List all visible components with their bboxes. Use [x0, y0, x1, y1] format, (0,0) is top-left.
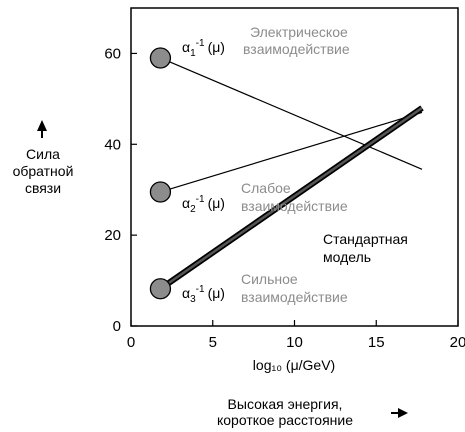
y-axis-label-line2: обратной	[12, 163, 74, 179]
x-tick-label: 10	[286, 334, 303, 351]
series-marker-2	[149, 181, 172, 203]
energy-caption: Высокая энергия, короткое расстояние	[190, 396, 380, 428]
x-tick-label: 5	[209, 334, 217, 351]
annotation-standard-line2: модель	[323, 249, 371, 265]
alpha2-label: α2-1(μ)	[182, 194, 225, 215]
y-axis-label-line1: Сила	[26, 146, 60, 162]
y-tick-label: 60	[104, 45, 121, 62]
y-tick-label: 40	[104, 136, 121, 153]
energy-caption-line2: короткое расстояние	[216, 412, 354, 428]
alpha3-label: α3-1(μ)	[182, 284, 225, 305]
series-line-1	[160, 57, 423, 170]
y-tick-label: 20	[104, 227, 121, 244]
series-line-3	[159, 106, 423, 290]
alpha1-label: α1-1(μ)	[182, 38, 225, 59]
annotation-strong-line2: взаимодействие	[241, 289, 348, 305]
annotation-standard-line1: Стандартная	[323, 231, 408, 247]
series-marker-1	[149, 47, 172, 69]
annotation-strong-line1: Сильное	[241, 271, 298, 287]
axis-ticks: 0 5 10 15 20 0 20 40 60	[104, 45, 465, 351]
y-tick-label: 0	[113, 318, 121, 335]
y-axis-label: Сила обратной связи	[4, 146, 82, 197]
annotation-electric-line2: взаимодействие	[243, 41, 350, 57]
energy-caption-line1: Высокая энергия,	[227, 396, 343, 412]
x-tick-label: 0	[127, 334, 135, 351]
series-line-2	[160, 111, 423, 193]
up-arrow-icon	[37, 120, 47, 131]
series-markers	[149, 47, 172, 300]
right-arrow-icon	[398, 408, 408, 418]
x-axis-label: log₁₀ (μ/GeV)	[253, 357, 335, 373]
annotation-weak-line2: взаимодействие	[241, 198, 348, 214]
series-marker-3	[149, 278, 172, 300]
annotation-weak-line1: Слабое	[241, 180, 291, 196]
x-tick-label: 20	[450, 334, 465, 351]
y-axis-label-line3: связи	[24, 180, 62, 196]
annotation-electric-line1: Электрическое	[250, 24, 348, 40]
x-tick-label: 15	[368, 334, 385, 351]
series-lines	[158, 57, 424, 292]
